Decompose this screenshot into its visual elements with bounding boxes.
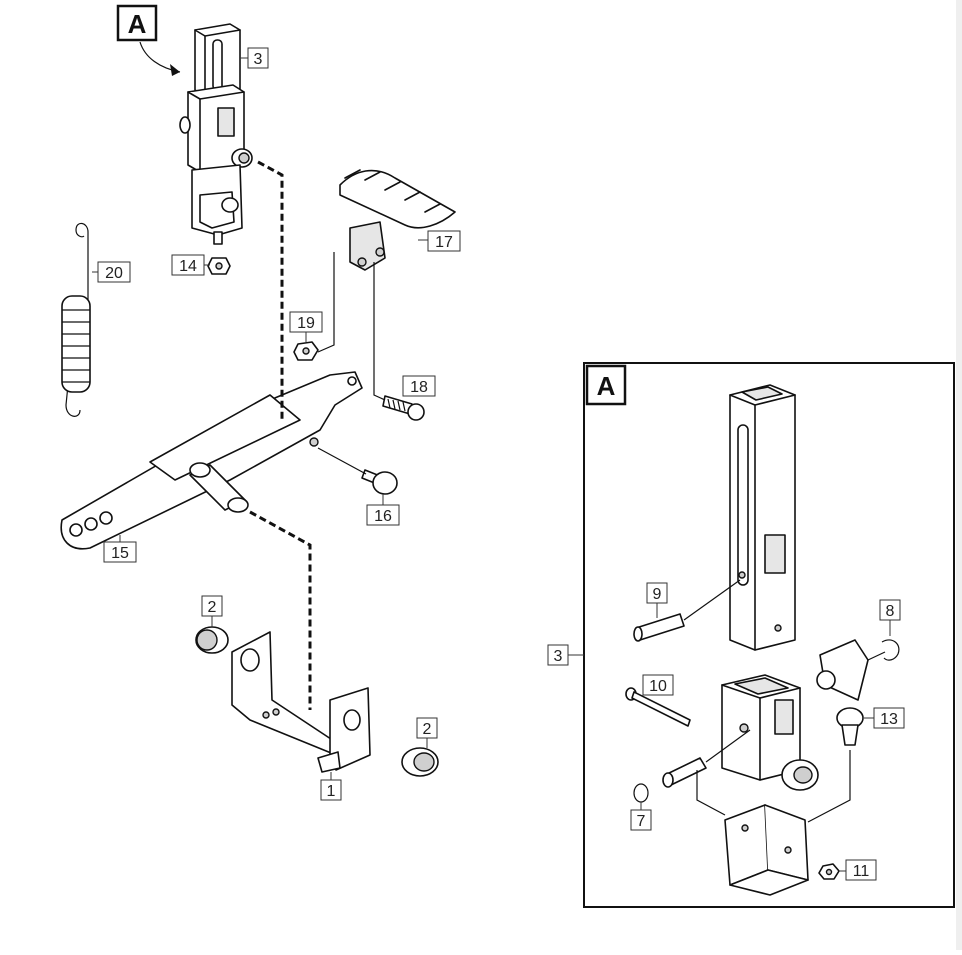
svg-text:1: 1 [327, 783, 336, 800]
inset-block-8 [816, 639, 900, 701]
svg-text:15: 15 [111, 545, 129, 562]
part-19-nut [293, 341, 319, 361]
inset-bolt-10 [625, 687, 751, 788]
svg-text:7: 7 [637, 813, 646, 830]
svg-text:3: 3 [254, 51, 263, 68]
callout-18: 18 [402, 375, 436, 397]
callout-3: 3 [240, 47, 269, 69]
inset-pin-9 [633, 579, 741, 642]
svg-text:11: 11 [853, 863, 870, 880]
part-2-bushing-left [195, 626, 229, 654]
svg-text:10: 10 [649, 678, 667, 695]
inset-callout-11: 11 [839, 859, 877, 881]
part-15-pedal-arm [60, 371, 363, 550]
inset-callout-7: 7 [630, 802, 652, 831]
callout-2-right: 2 [416, 717, 438, 748]
part-16-shoulder-bolt [361, 469, 398, 495]
inset-lower-bracket [696, 750, 851, 896]
inset-callout-8: 8 [879, 599, 901, 636]
callout-17: 17 [418, 230, 461, 252]
marker-arrow-icon [170, 64, 180, 76]
inset-marker-label: A [597, 371, 616, 401]
callout-2-left: 2 [201, 595, 223, 627]
svg-text:2: 2 [208, 599, 217, 616]
callout-1: 1 [320, 772, 342, 801]
part-1-bracket [231, 631, 371, 773]
svg-text:20: 20 [105, 265, 123, 282]
svg-text:14: 14 [179, 258, 197, 275]
part-14-nut [207, 257, 231, 275]
svg-text:9: 9 [653, 586, 662, 603]
callout-20: 20 [92, 261, 131, 283]
part-2-bushing-right [401, 747, 439, 777]
svg-text:13: 13 [880, 711, 898, 728]
callout-19: 19 [289, 311, 323, 342]
inset-sleeve [721, 674, 819, 791]
inset-tube [729, 384, 796, 651]
inset-callout-13: 13 [864, 707, 905, 729]
svg-text:16: 16 [374, 508, 392, 525]
callout-16: 16 [366, 494, 400, 526]
part-18-bolt [382, 395, 425, 421]
part-3-rod-assembly [179, 23, 253, 245]
detail-marker-a: A [116, 4, 181, 76]
inset-detail-a: A [547, 362, 955, 908]
svg-text:3: 3 [554, 648, 563, 665]
callout-14: 14 [171, 254, 210, 276]
inset-callout-9: 9 [646, 582, 668, 618]
detail-marker-label: A [128, 9, 147, 39]
svg-text:19: 19 [297, 315, 315, 332]
svg-text:2: 2 [423, 721, 432, 738]
part-20-spring [61, 222, 91, 417]
part-17-pedal-pad [339, 169, 456, 271]
svg-text:8: 8 [886, 603, 895, 620]
assembly-lines [249, 160, 386, 710]
svg-text:18: 18 [410, 379, 428, 396]
page-edge-scrollbar[interactable] [956, 0, 962, 950]
inset-nut-11 [818, 863, 840, 880]
inset-callout-3: 3 [547, 644, 584, 666]
svg-text:17: 17 [435, 234, 453, 251]
inset-knob-13 [836, 707, 864, 746]
inset-callout-10: 10 [642, 674, 674, 696]
callout-15: 15 [103, 535, 137, 563]
